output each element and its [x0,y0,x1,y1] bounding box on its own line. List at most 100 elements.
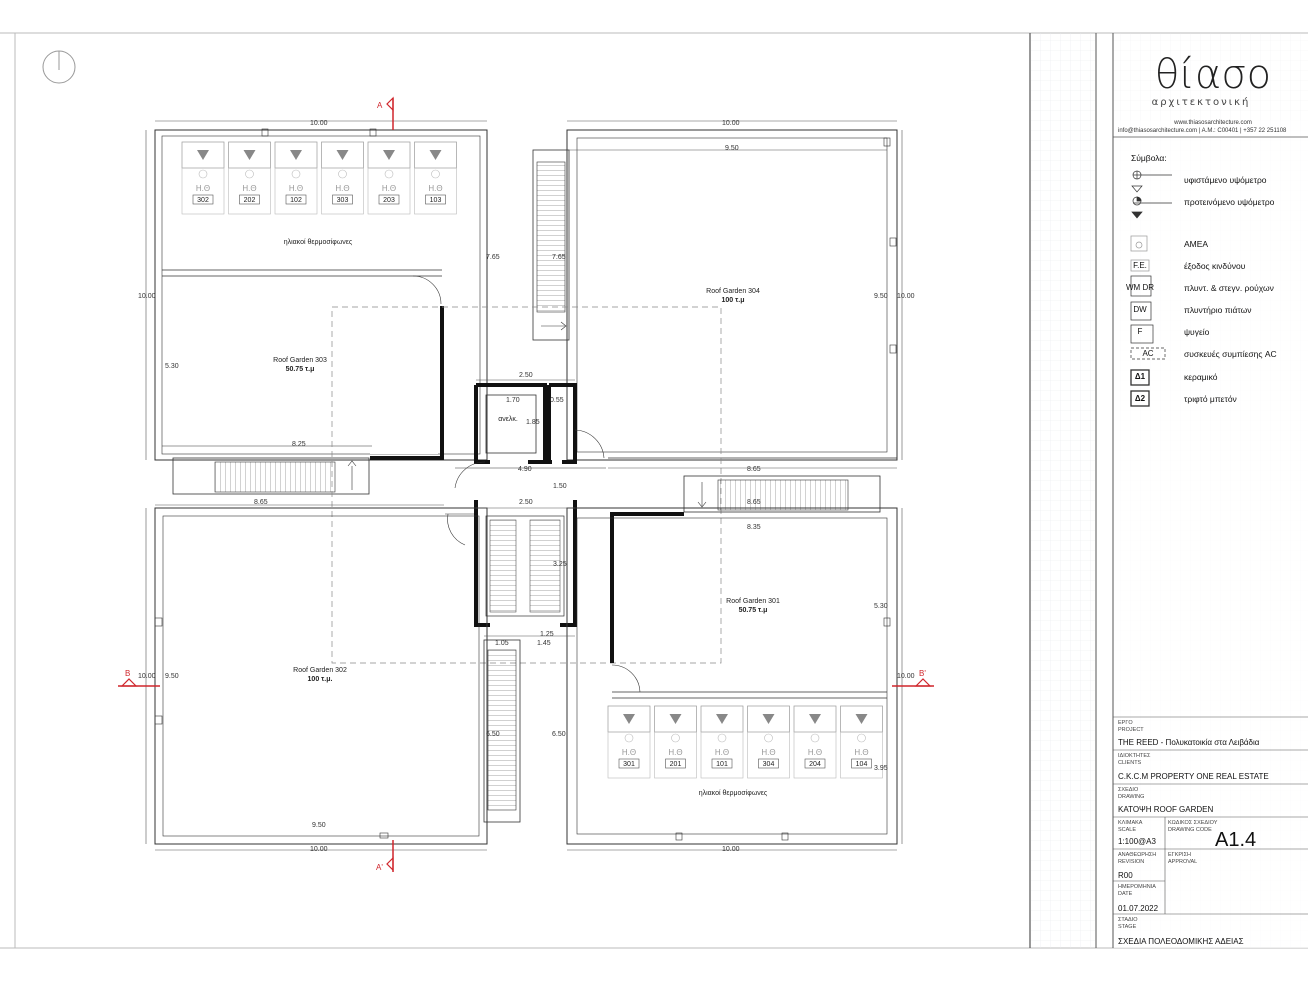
legend-list: υφιστάμενο υψόμετρο προτεινόμενο υψόμετρο… [1126,175,1277,404]
tank-circle-icon [198,169,208,179]
dim-lobby-width: 4.90 [518,466,532,473]
solar-heater-label: Η.Θ [854,748,868,757]
legend-title: Σύμβολα: [1131,153,1167,163]
info-texts: ΕΡΓΟ PROJECT THE REED - Πολυκατοικία στα… [1118,720,1269,946]
stair-top-left [172,457,370,495]
company-contact: info@thiasosarchitecture.com | A.M.: C00… [1118,128,1287,134]
solar-heater-label: Η.Θ [289,184,303,193]
legend-label: συσκευές συμπίεσης AC [1184,349,1277,359]
dim-stair-b: 1.05 [495,640,509,647]
approval-label-en: APPROVAL [1168,859,1197,865]
fire-exit-symbol [1130,259,1150,272]
block-top-right [566,129,898,461]
room-labels: ηλιακοί θερμοσίφωνες ηλιακοί θερμοσίφωνε… [273,238,780,797]
tank-circle-icon [384,169,394,179]
solar-heater-label: Η.Θ [242,184,256,193]
title-block: θίασο αρχιτεκτονική www.thiasosarchitect… [1113,52,1308,946]
solar-heater-unit-number: 204 [809,761,821,768]
dim-center-mid: 7.65 [552,254,566,261]
solar-heater-unit: Η.Θ 202 [228,141,271,215]
project-label: ΕΡΓΟ [1118,720,1133,726]
legend-symbols [1130,170,1172,407]
section-a-top: A [377,96,394,130]
solar-heater-unit-number: 101 [716,761,728,768]
d1-symbol [1130,369,1150,386]
legend-symbol: F.E. [1133,261,1147,270]
section-a-bottom: A' [376,840,394,872]
scale-value: 1:100@A3 [1118,837,1156,846]
tank-circle-icon [764,733,773,743]
dim-rg301-height: 5.30 [874,603,888,610]
project-label-en: PROJECT [1118,727,1144,733]
tank-triangle-icon [197,150,209,160]
clients-value: C.K.C.M PROPERTY ONE REAL ESTATE [1118,772,1269,781]
rg303-name: Roof Garden 303 [273,357,327,364]
block-bottom-right [566,507,898,845]
rg301-area: 50.75 τ.μ [739,607,768,614]
dim-right-865: 8.65 [747,466,761,473]
solar-heaters-label-bottom: ηλιακοί θερμοσίφωνες [699,789,768,797]
info-rows [1113,716,1308,915]
stair-top-right [532,149,570,341]
dim-bottom-right-height: 10.00 [897,673,915,680]
tank-circle-icon [857,733,866,743]
legend-symbol: DW [1133,305,1147,314]
solar-heater-unit-number: 202 [244,197,256,204]
code-label: ΚΩΔΙΚΟΣ ΣΧΕΔΙΟΥ [1168,820,1218,826]
block-bottom-left [154,507,488,845]
dim-top-left-width: 10.00 [310,120,328,127]
section-b-label: B [125,669,130,678]
legend-symbol: Δ2 [1135,394,1146,403]
solar-heater-unit-number: 203 [383,197,395,204]
tank-circle-icon [624,733,634,743]
tank-circle-icon [810,733,820,743]
tank-triangle-icon [429,150,442,160]
tank-triangle-icon [243,150,256,160]
legend-label: ΑΜΕΑ [1184,239,1208,249]
drawing-value: ΚΑΤΟΨΗ ROOF GARDEN [1118,805,1214,814]
drawing-code-value: A1.4 [1215,829,1256,851]
tank-triangle-icon [623,714,635,724]
stage-value: ΣΧΕΔΙΑ ΠΟΛΕΟΔΟΜΙΚΗΣ ΑΔΕΙΑΣ [1118,937,1244,946]
dim-top-right-inner: 9.50 [725,145,739,152]
dim-stair-c: 1.45 [537,640,551,647]
wall-right [610,512,684,663]
washer-dryer-symbol [1130,275,1152,297]
tank-circle-icon [291,169,301,179]
drawing-label: ΣΧΕΔΙΟ [1118,787,1139,793]
solar-heater-label: Η.Θ [428,184,442,193]
dim-core-width: 2.50 [519,372,533,379]
dim-shaft-width: 0.55 [550,397,564,404]
stage-label: ΣΤΑΔΙΟ [1118,917,1138,923]
tank-triangle-icon [762,714,775,724]
dim-stair-a: 1.25 [540,631,554,638]
company-logo: θίασο [1155,52,1271,98]
legend-label: προτεινόμενο υψόμετρο [1184,197,1275,207]
scale-label: ΚΛΙΜΑΚΑ [1118,820,1143,826]
dim-right-650: 6.50 [552,731,566,738]
rg302-name: Roof Garden 302 [293,667,347,674]
legend-label: υφιστάμενο υψόμετρο [1184,175,1267,185]
tank-circle-icon [245,169,254,179]
ac-symbol [1130,347,1166,360]
accessible-icon [1130,235,1148,252]
section-b-right: B' [892,669,934,687]
section-b-prime-label: B' [919,669,926,678]
tank-triangle-icon [809,714,821,724]
solar-heater-label: Η.Θ [668,748,682,757]
legend-label: κεραμικό [1184,372,1218,382]
solar-heater-unit-number: 103 [430,197,442,204]
dim-right-865b: 8.65 [747,499,761,506]
block-top-left [154,128,488,461]
dim-solar-height: 3.95 [874,765,888,772]
solar-heater-label: Η.Θ [808,748,822,757]
dimension-lines [145,120,903,851]
north-arrow-icon [42,50,76,84]
tank-triangle-icon [669,714,682,724]
